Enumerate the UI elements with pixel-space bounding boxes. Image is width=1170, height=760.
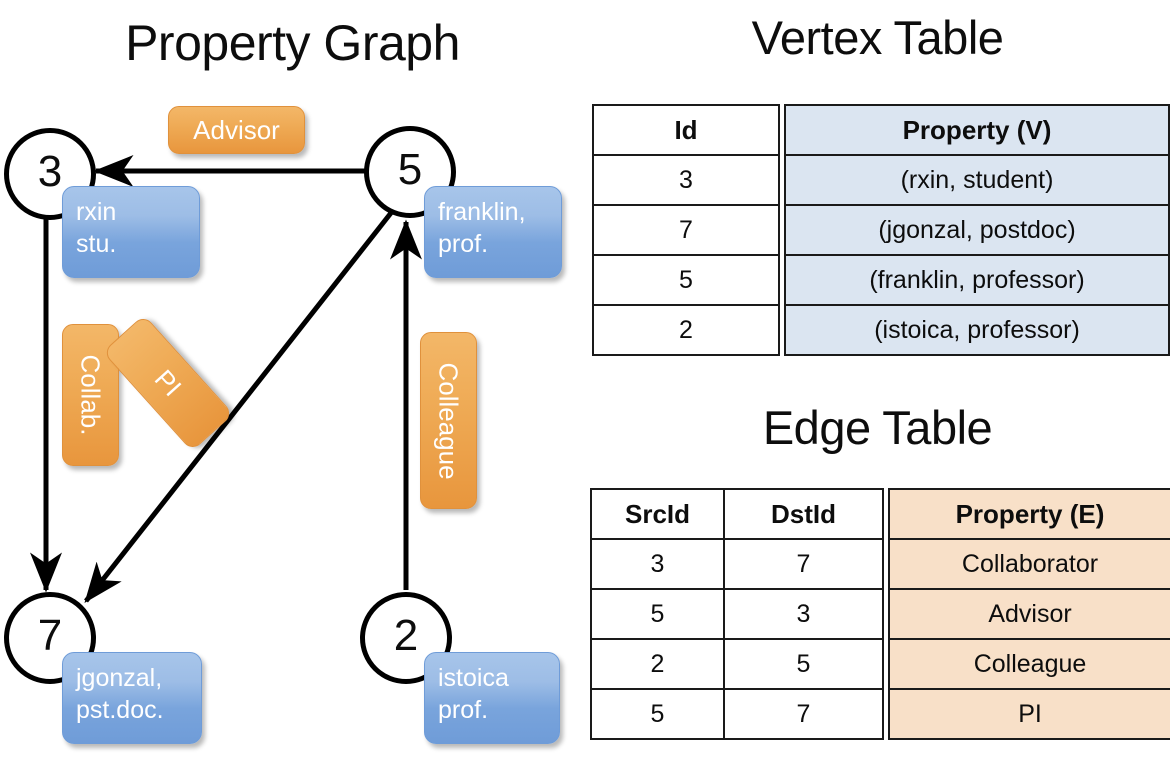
edge-row-2-dst: 5	[723, 638, 884, 690]
vertex-row-3-property: (istoica, professor)	[784, 304, 1170, 356]
vertex-table: Id Property (V) 3 (rxin, student) 7 (jgo…	[592, 104, 1170, 356]
node-property-callout-5: franklin, prof.	[424, 186, 562, 278]
table-row: 2 (istoica, professor)	[592, 304, 1170, 356]
edge-table-spacer	[883, 689, 889, 739]
graph-edges-layer	[30, 155, 422, 603]
edge-row-3-src: 5	[590, 688, 725, 740]
page-title-property-graph: Property Graph	[125, 15, 460, 71]
graph-node-5-id: 5	[397, 145, 423, 194]
page-title-vertex-table: Vertex Table	[751, 11, 1004, 64]
vertex-row-0-id: 3	[592, 154, 780, 206]
vertex-row-1-id: 7	[592, 204, 780, 256]
vertex-row-2-id: 5	[592, 254, 780, 306]
vertex-table-spacer	[779, 205, 785, 255]
edge-table-spacer	[883, 589, 889, 639]
vertex-row-1-property: (jgonzal, postdoc)	[784, 204, 1170, 256]
edge-table-header-property: Property (E)	[888, 488, 1170, 540]
edge-row-3-property: PI	[888, 688, 1170, 740]
vertex-table-header-id: Id	[592, 104, 780, 156]
edge-row-2-property: Colleague	[888, 638, 1170, 690]
edge-row-2-src: 2	[590, 638, 725, 690]
vertex-table-spacer	[779, 305, 785, 355]
node-property-callout-3: rxin stu.	[62, 186, 200, 278]
vertex-table-spacer	[779, 155, 785, 205]
property-graph-panel: Property Graph Advisor Collab. PI Collea…	[4, 15, 562, 744]
table-row: 5 7 PI	[590, 688, 1170, 740]
edge-label-colleague: Colleague	[420, 332, 477, 509]
table-row: 3 7 Collaborator	[590, 538, 1170, 590]
edge-table-header-row: SrcId DstId Property (E)	[590, 488, 1170, 540]
vertex-table-spacer	[779, 105, 785, 155]
edge-row-3-dst: 7	[723, 688, 884, 740]
node-property-callout-3-line1: rxin	[76, 198, 117, 226]
node-property-callout-3-line2: stu.	[76, 230, 117, 258]
node-property-callout-2-line2: prof.	[438, 696, 489, 724]
graph-node-7-id: 7	[37, 611, 63, 660]
node-property-callout-7-line1: jgonzal,	[76, 664, 163, 692]
vertex-row-3-id: 2	[592, 304, 780, 356]
table-row: 5 3 Advisor	[590, 588, 1170, 640]
vertex-table-spacer	[779, 255, 785, 305]
table-row: 3 (rxin, student)	[592, 154, 1170, 206]
table-row: 5 (franklin, professor)	[592, 254, 1170, 306]
vertex-table-header-row: Id Property (V)	[592, 104, 1170, 156]
graph-node-3-id: 3	[37, 147, 63, 196]
node-property-callout-7-line2: pst.doc.	[76, 696, 164, 724]
edge-table-header-srcid: SrcId	[590, 488, 725, 540]
edge-table: SrcId DstId Property (E) 3 7 Collaborato…	[590, 488, 1170, 740]
table-row: 2 5 Colleague	[590, 638, 1170, 690]
edge-table-spacer	[883, 539, 889, 589]
vertex-row-0-property: (rxin, student)	[784, 154, 1170, 206]
edge-row-0-dst: 7	[723, 538, 884, 590]
graph-node-2: 2	[360, 592, 452, 684]
vertex-table-header-property: Property (V)	[784, 104, 1170, 156]
edge-row-1-src: 5	[590, 588, 725, 640]
node-property-callout-2-line1: istoica	[438, 664, 509, 692]
edge-label-pi-text: PI	[148, 363, 188, 403]
page-title-edge-table: Edge Table	[762, 401, 993, 454]
table-row: 7 (jgonzal, postdoc)	[592, 204, 1170, 256]
node-property-callout-2: istoica prof.	[424, 652, 560, 744]
edge-label-collab-text: Collab.	[75, 354, 106, 436]
edge-row-0-property: Collaborator	[888, 538, 1170, 590]
edge-label-colleague-text: Colleague	[433, 361, 464, 480]
node-property-callout-5-line2: prof.	[438, 230, 489, 258]
edge-table-spacer	[883, 489, 889, 539]
edge-5-to-7-pi	[84, 202, 400, 603]
edge-label-advisor-text: Advisor	[193, 115, 280, 145]
node-property-callout-7: jgonzal, pst.doc.	[62, 652, 202, 744]
edge-row-1-dst: 3	[723, 588, 884, 640]
edge-row-0-src: 3	[590, 538, 725, 590]
edge-table-header-dstid: DstId	[723, 488, 884, 540]
vertex-row-2-property: (franklin, professor)	[784, 254, 1170, 306]
graph-node-2-id: 2	[393, 611, 419, 660]
node-property-callout-5-line1: franklin,	[438, 198, 526, 226]
edge-row-1-property: Advisor	[888, 588, 1170, 640]
edge-table-spacer	[883, 639, 889, 689]
edge-label-advisor: Advisor	[168, 106, 305, 154]
